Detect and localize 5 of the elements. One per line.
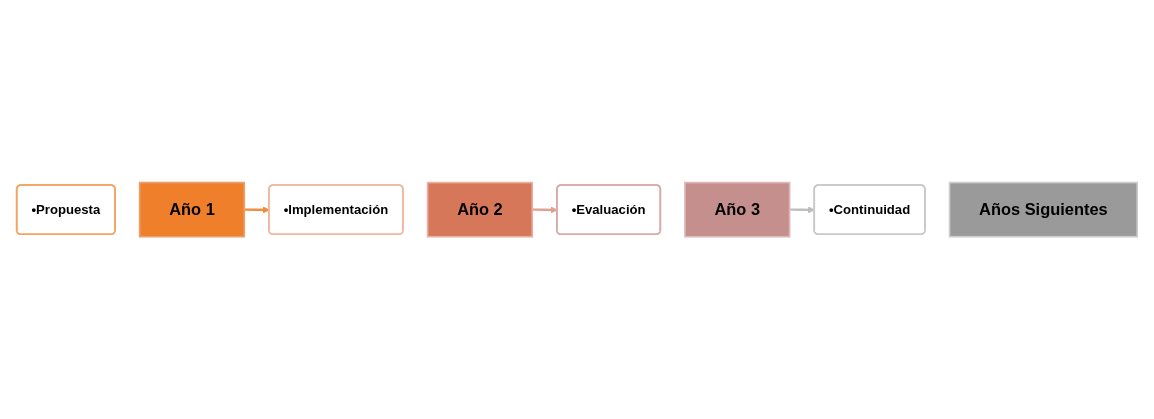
node-box: Año 3 [684, 181, 791, 238]
node-box: Año 1 [138, 181, 246, 238]
arrow [789, 206, 815, 214]
node-box: Años Siguientes [948, 181, 1139, 238]
node-box: Año 2 [426, 181, 534, 238]
